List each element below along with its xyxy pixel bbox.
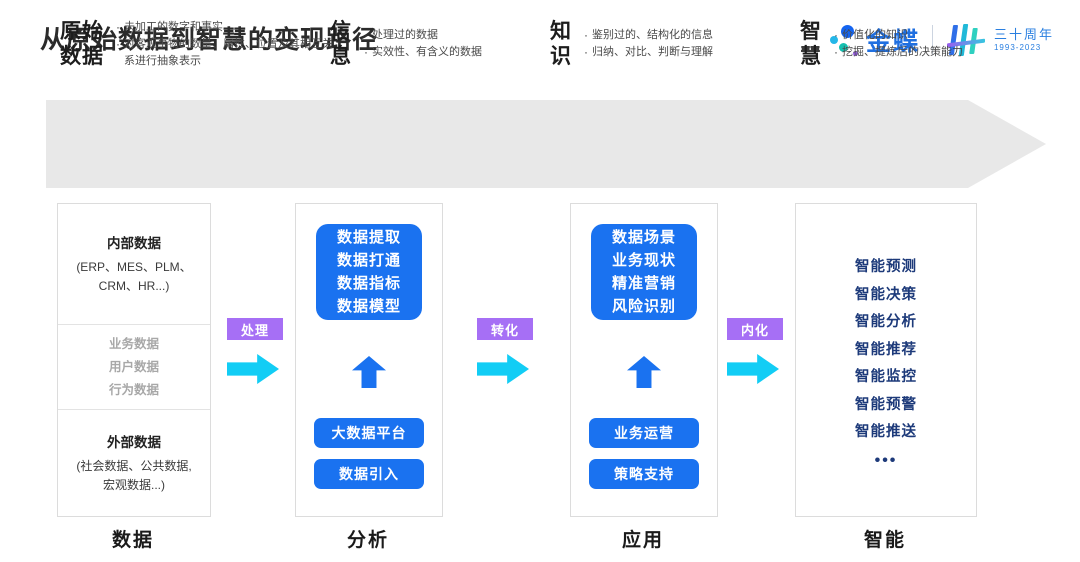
banner-stage-wisdom: 智 慧 · 价值化的知识 · 挖掘、提炼后的决策能力 xyxy=(800,0,963,88)
bullet-dot-icon: · xyxy=(584,45,588,59)
application-pill-strategy[interactable]: 策略支持 xyxy=(589,459,699,489)
footer-label-intelligence: 智能 xyxy=(863,530,906,551)
stage-bullet-text: 价值化的知识 xyxy=(842,29,908,41)
list-item: 智能预测 xyxy=(855,259,917,275)
footer-label-application: 应用 xyxy=(621,530,664,551)
connector-process: 处理 xyxy=(227,318,283,384)
bullet-dot-icon: · xyxy=(364,28,368,42)
stage-bullet-text: 鉴别过的、结构化的信息 xyxy=(592,29,713,41)
page-title: 从原始数据到智慧的变现路径 xyxy=(40,26,379,54)
stage-title: 知 识 xyxy=(550,20,572,68)
stage-bullet-text: 处理过的数据 xyxy=(372,29,438,41)
internal-data-title: 内部数据 xyxy=(107,236,161,251)
column-data: 内部数据 (ERP、MES、PLM、 CRM、HR...) 业务数据 用户数据 … xyxy=(57,203,211,517)
internal-data-sub: (ERP、MES、PLM、 CRM、HR...) xyxy=(76,260,192,293)
analysis-pill-ingest[interactable]: 数据引入 xyxy=(314,459,424,489)
stage-bullet-text: 归纳、对比、判断与理解 xyxy=(592,46,713,58)
bullet-dot-icon: · xyxy=(584,28,588,42)
application-capability-box: 数据场景 业务现状 精准营销 风险识别 xyxy=(591,224,697,320)
anniversary-label: 三十周年 xyxy=(993,27,1054,42)
data-type-item: 行为数据 xyxy=(108,382,159,397)
external-data-sub: (社会数据、公共数据, 宏观数据...) xyxy=(76,458,192,492)
analysis-capability-box: 数据提取 数据打通 数据指标 数据模型 xyxy=(316,224,422,320)
up-arrow-icon xyxy=(352,356,386,388)
right-arrow-icon xyxy=(227,354,279,384)
divider xyxy=(58,324,210,325)
external-data-title: 外部数据 xyxy=(107,434,161,450)
bullet-dot-icon: · xyxy=(834,45,838,59)
footer-label-data: 数据 xyxy=(111,530,154,551)
application-pill-operations[interactable]: 业务运营 xyxy=(589,418,699,448)
stage-bullets: · 未加工的数字和事实 · 对客观事物的数量、属性、位置及其相互关系进行抽象表示 xyxy=(112,19,339,70)
brand-divider xyxy=(931,25,933,55)
list-item: 智能决策 xyxy=(855,286,917,303)
right-arrow-icon xyxy=(727,354,779,384)
list-item: 智能监控 xyxy=(855,369,917,385)
stage-bullets: · 价值化的知识 · 挖掘、提炼后的决策能力 xyxy=(830,27,963,61)
up-arrow-icon xyxy=(627,356,661,388)
anniversary-years: 1993-2023 xyxy=(993,43,1042,52)
stage-bullet-text: 未加工的数字和事实 xyxy=(124,20,223,33)
stage-bullets: · 鉴别过的、结构化的信息 · 归纳、对比、判断与理解 xyxy=(580,27,713,61)
connector-label: 内化 xyxy=(727,318,783,340)
intelligence-list: 智能预测 智能决策 智能分析 智能推荐 智能监控 智能预警 智能推送 ••• xyxy=(796,254,976,475)
connector-label: 转化 xyxy=(477,318,533,340)
bullet-dot-icon: · xyxy=(116,19,120,34)
anniversary-text: 三十周年 1993-2023 xyxy=(994,27,1054,53)
analysis-pill-platform[interactable]: 大数据平台 xyxy=(314,418,424,448)
data-types-section: 业务数据 用户数据 行为数据 xyxy=(58,325,210,409)
banner-stage-raw-data: 原始 数据 · 未加工的数字和事实 · 对客观事物的数量、属性、位置及其相互关系进行… xyxy=(60,0,339,88)
list-item: 智能预警 xyxy=(855,396,917,413)
stage-bullet-text: 实效性、有含义的数据 xyxy=(372,46,482,58)
stage-title: 智 慧 xyxy=(800,20,822,68)
kingdee-dots-icon xyxy=(828,23,862,57)
data-type-item: 用户数据 xyxy=(108,359,159,374)
column-application: 数据场景 业务现状 精准营销 风险识别 业务运营 策略支持 xyxy=(570,203,718,517)
brand-name: 金蝶 xyxy=(865,28,920,56)
stage-bullet-text: 对客观事物的数量、属性、位置及其相互关系进行抽象表示 xyxy=(124,37,333,67)
stage-bullets: · 处理过的数据 · 实效性、有含义的数据 xyxy=(360,27,482,61)
brand-logo: 金蝶 三十周年 1993-2023 xyxy=(828,18,1054,62)
banner-stage-information: 信 息 · 处理过的数据 · 实效性、有含义的数据 xyxy=(330,0,482,88)
connector-internalize: 内化 xyxy=(727,318,783,384)
dikw-banner-arrow xyxy=(46,100,1046,188)
connector-transform: 转化 xyxy=(477,318,533,384)
external-data-section: 外部数据 (社会数据、公共数据, 宏观数据...) xyxy=(58,410,210,515)
stage-title: 信 息 xyxy=(330,20,352,68)
list-item: 智能推送 xyxy=(855,424,917,440)
column-analysis: 数据提取 数据打通 数据指标 数据模型 大数据平台 数据引入 xyxy=(295,203,443,517)
footer-label-analysis: 分析 xyxy=(346,530,389,551)
column-intelligence: 智能预测 智能决策 智能分析 智能推荐 智能监控 智能预警 智能推送 ••• xyxy=(795,203,977,517)
stage-title: 原始 数据 xyxy=(60,20,104,68)
connector-label: 处理 xyxy=(227,318,283,340)
list-item: 智能分析 xyxy=(855,314,917,330)
bullet-dot-icon: · xyxy=(116,36,120,51)
stage-bullet-text: 挖掘、提炼后的决策能力 xyxy=(842,46,963,58)
right-arrow-icon xyxy=(477,354,529,384)
ellipsis-icon: ••• xyxy=(874,451,898,469)
bullet-dot-icon: · xyxy=(834,28,838,42)
internal-data-section: 内部数据 (ERP、MES、PLM、 CRM、HR...) xyxy=(58,204,210,324)
divider xyxy=(58,409,210,410)
list-item: 智能推荐 xyxy=(855,341,917,358)
data-type-item: 业务数据 xyxy=(108,336,159,351)
banner-stage-knowledge: 知 识 · 鉴别过的、结构化的信息 · 归纳、对比、判断与理解 xyxy=(550,0,713,88)
bullet-dot-icon: · xyxy=(364,45,368,59)
